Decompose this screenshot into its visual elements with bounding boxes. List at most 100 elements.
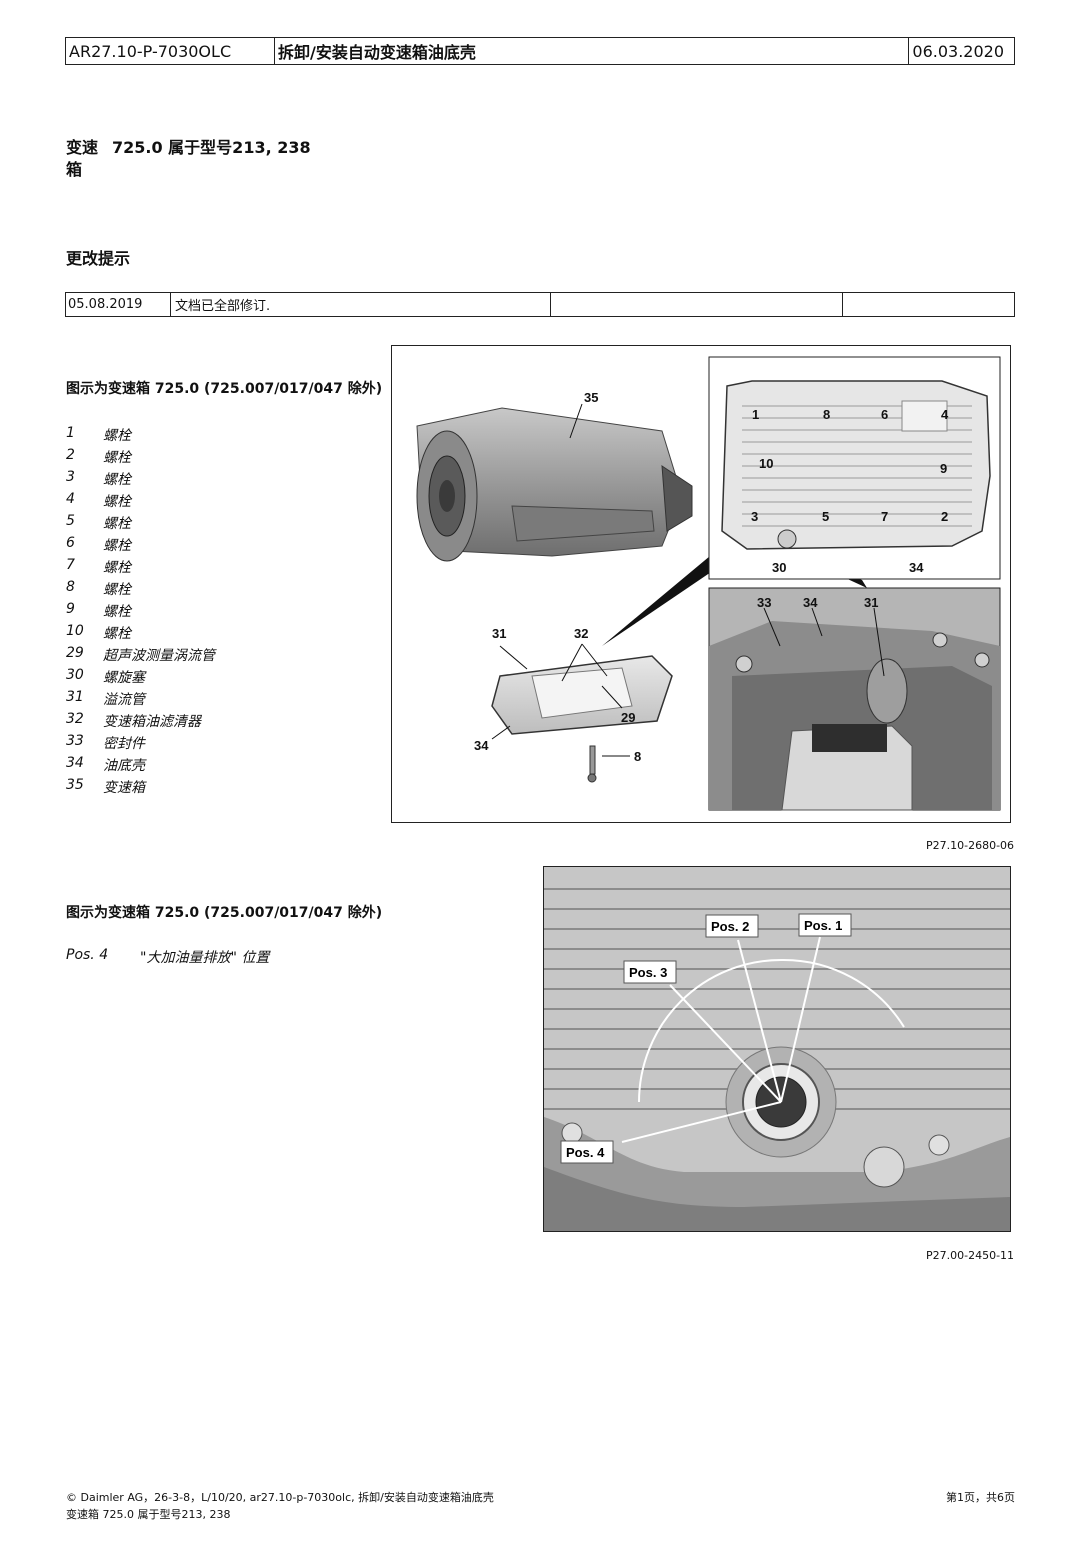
legend-text: 螺旋塞 — [103, 670, 145, 686]
legend-item: 4 螺栓 — [66, 491, 215, 513]
legend-number: 34 — [66, 755, 84, 771]
legend-text: 螺栓 — [103, 472, 131, 488]
callout-31: 31 — [492, 626, 506, 641]
legend-text: 螺栓 — [103, 450, 131, 466]
legend-text: 变速箱 — [103, 780, 145, 796]
legend-text: 油底壳 — [103, 758, 145, 774]
legend-item: 8 螺栓 — [66, 579, 215, 601]
legend-text: 螺栓 — [103, 516, 131, 532]
model-value: 725.0 属于型号213, 238 — [112, 138, 311, 157]
model-label-2: 箱 — [66, 160, 83, 179]
header-table: AR27.10-P-7030OLC 拆卸/安装自动变速箱油底壳 06.03.20… — [65, 37, 1015, 65]
legend-item: 7 螺栓 — [66, 557, 215, 579]
figure2-ref: P27.00-2450-11 — [926, 1249, 1015, 1262]
figure1-svg: 35 1 8 6 4 10 9 3 5 7 2 30 34 31 32 29 3… — [416, 356, 1001, 811]
inset-bottom-drawing — [708, 587, 1001, 811]
legend-item: 3 螺栓 — [66, 469, 215, 491]
legend-item: 34 油底壳 — [66, 755, 215, 777]
legend-number: 29 — [66, 645, 84, 661]
legend-number: 9 — [66, 601, 75, 617]
legend-number: 8 — [66, 579, 75, 595]
oil-pan-small-drawing — [491, 643, 673, 783]
doc-date: 06.03.2020 — [912, 41, 1004, 61]
callout-7: 7 — [881, 509, 888, 524]
change-notes-heading: 更改提示 — [66, 249, 131, 268]
figure1-caption: 图示为变速箱 725.0 (725.007/017/047 除外) — [66, 381, 383, 397]
figure2-svg: Pos. 2 Pos. 1 Pos. 3 Pos. 4 — [544, 867, 1010, 1231]
footer-line1: © Daimler AG，26-3-8，L/10/20, ar27.10-p-7… — [66, 1491, 494, 1504]
legend-number: 31 — [66, 689, 84, 705]
change-empty-2 — [843, 293, 1014, 316]
legend-number: 4 — [66, 491, 75, 507]
legend-text: 螺栓 — [103, 604, 131, 620]
callout-8-bolt: 8 — [634, 749, 641, 764]
legend-number: 1 — [66, 425, 75, 441]
legend-item: 33 密封件 — [66, 733, 215, 755]
change-empty-1 — [551, 293, 843, 316]
legend-item: 30 螺旋塞 — [66, 667, 215, 689]
legend-text: 溢流管 — [103, 692, 145, 708]
legend-text: 变速箱油滤清器 — [103, 714, 201, 730]
legend-text: 密封件 — [103, 736, 145, 752]
figure2-note-pos: Pos. 4 — [66, 947, 109, 963]
legend-number: 33 — [66, 733, 84, 749]
figure2-note-text: "大加油量排放" 位置 — [140, 950, 270, 966]
pos4-label: Pos. 4 — [566, 1145, 605, 1160]
legend-item: 2 螺栓 — [66, 447, 215, 469]
legend-number: 3 — [66, 469, 75, 485]
figure1-ref: P27.10-2680-06 — [926, 839, 1015, 852]
doc-title: 拆卸/安装自动变速箱油底壳 — [275, 38, 909, 64]
callout-30: 30 — [772, 560, 786, 575]
callout-31-lower: 31 — [864, 595, 878, 610]
figure2-illustration: Pos. 2 Pos. 1 Pos. 3 Pos. 4 — [543, 866, 1011, 1232]
callout-34: 34 — [474, 738, 489, 753]
legend-number: 6 — [66, 535, 75, 551]
legend-item: 35 变速箱 — [66, 777, 215, 799]
figure1-legend: 1 螺栓 2 螺栓 3 螺栓 4 螺栓 5 螺栓 6 螺栓 7 螺栓 8 螺栓 9 螺栓 10 螺栓 29 超声波测量涡流… — [66, 425, 215, 799]
legend-item: 9 螺栓 — [66, 601, 215, 623]
change-date: 05.08.2019 — [66, 293, 171, 316]
callout-3: 3 — [751, 509, 758, 524]
legend-text: 螺栓 — [103, 626, 131, 642]
change-text: 文档已全部修订. — [171, 293, 551, 316]
inset-top-drawing — [708, 356, 1001, 580]
legend-text: 超声波测量涡流管 — [103, 648, 215, 664]
callout-8: 8 — [823, 407, 830, 422]
legend-number: 35 — [66, 777, 84, 793]
callout-34-inset: 34 — [909, 560, 924, 575]
callout-1: 1 — [752, 407, 759, 422]
legend-text: 螺栓 — [103, 560, 131, 576]
doc-id: AR27.10-P-7030OLC — [66, 38, 275, 64]
callout-34-lower: 34 — [803, 595, 818, 610]
legend-text: 螺栓 — [103, 582, 131, 598]
change-notes-table: 05.08.2019 文档已全部修订. — [65, 292, 1015, 317]
legend-number: 5 — [66, 513, 75, 529]
legend-item: 6 螺栓 — [66, 535, 215, 557]
legend-number: 2 — [66, 447, 75, 463]
legend-number: 32 — [66, 711, 84, 727]
footer-line2: 变速箱 725.0 属于型号213, 238 — [66, 1508, 231, 1521]
callout-32: 32 — [574, 626, 588, 641]
callout-4: 4 — [941, 407, 949, 422]
pos1-label: Pos. 1 — [804, 918, 842, 933]
legend-number: 7 — [66, 557, 75, 573]
legend-text: 螺栓 — [103, 428, 131, 444]
legend-number: 10 — [66, 623, 84, 639]
legend-number: 30 — [66, 667, 84, 683]
legend-item: 32 变速箱油滤清器 — [66, 711, 215, 733]
pos2-label: Pos. 2 — [711, 919, 749, 934]
legend-item: 1 螺栓 — [66, 425, 215, 447]
legend-item: 10 螺栓 — [66, 623, 215, 645]
legend-text: 螺栓 — [103, 538, 131, 554]
legend-text: 螺栓 — [103, 494, 131, 510]
legend-item: 29 超声波测量涡流管 — [66, 645, 215, 667]
figure2-caption: 图示为变速箱 725.0 (725.007/017/047 除外) — [66, 905, 383, 921]
footer-page: 第1页，共6页 — [946, 1491, 1015, 1504]
callout-33: 33 — [757, 595, 771, 610]
callout-9: 9 — [940, 461, 947, 476]
model-label-1: 变速 — [66, 138, 99, 157]
transmission-drawing — [416, 403, 693, 562]
callout-6: 6 — [881, 407, 888, 422]
callout-5: 5 — [822, 509, 829, 524]
callout-10: 10 — [759, 456, 773, 471]
